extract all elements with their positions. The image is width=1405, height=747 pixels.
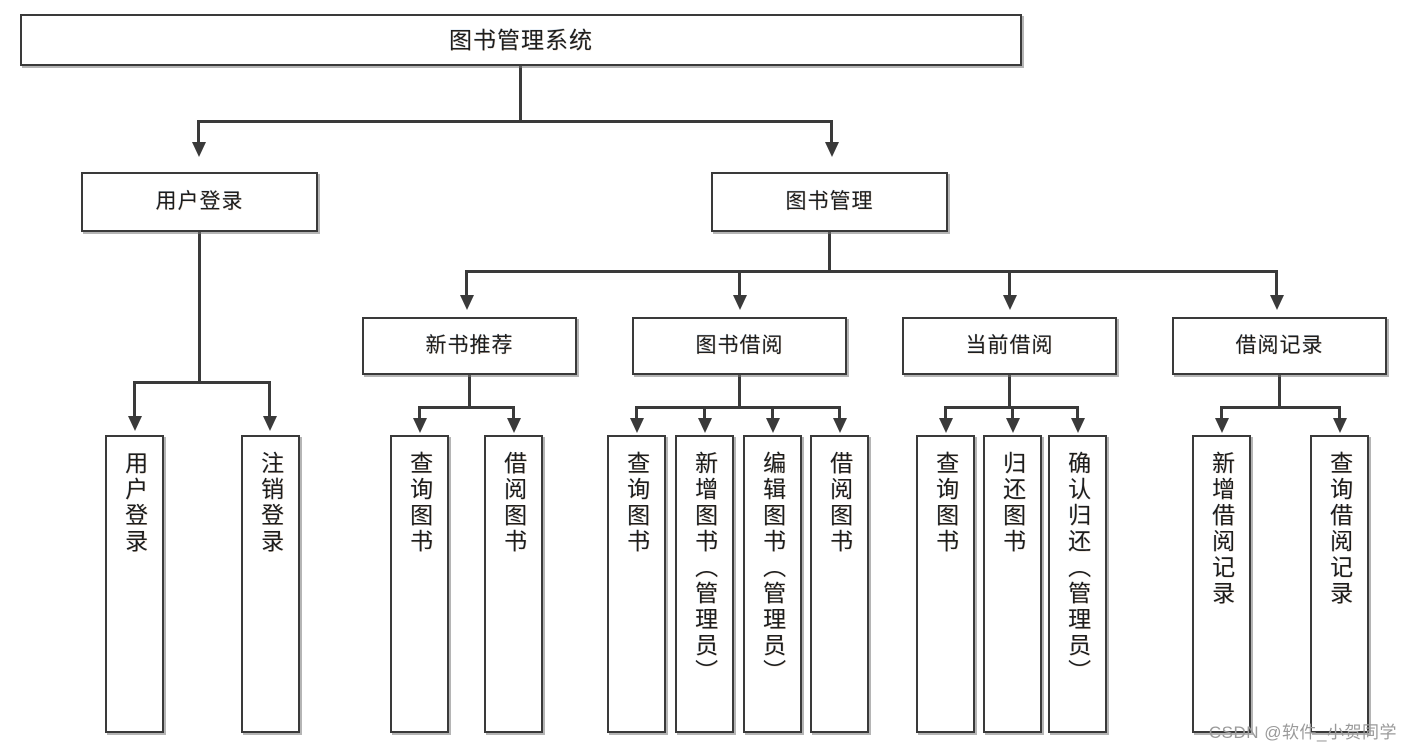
node-label: 查询图书	[623, 451, 650, 555]
connector-bm-to-new-book	[465, 270, 468, 298]
leaf-book-borrow-add-book-admin[interactable]: 新增图书（管理员）	[675, 435, 734, 733]
leaf-current-borrow-query-book[interactable]: 查询图书	[916, 435, 975, 733]
node-label: 注销登录	[257, 451, 284, 555]
leaf-book-borrow-borrow-book[interactable]: 借阅图书	[810, 435, 869, 733]
arrow-current-borrow-leaf-3	[1071, 418, 1085, 433]
arrow-book-borrow-leaf-2	[698, 418, 712, 433]
connector-bm-to-borrow-records	[1275, 270, 1278, 298]
connector-borrow-records-stem	[1278, 375, 1281, 408]
arrow-user-login-leaf-1	[128, 416, 142, 431]
arrow-bm-to-new-book	[460, 295, 474, 310]
connector-borrow-records-leaf-1	[1220, 406, 1223, 420]
node-user-login[interactable]: 用户登录	[81, 172, 318, 232]
node-label: 编辑图书（管理员）	[759, 451, 786, 685]
connector-root-to-book-management	[830, 120, 833, 145]
node-label: 图书借阅	[695, 333, 784, 357]
node-new-book-recommend[interactable]: 新书推荐	[362, 317, 577, 375]
node-label: 用户登录	[121, 451, 148, 555]
connector-new-book-leaf-2	[512, 406, 515, 420]
node-label: 借阅图书	[826, 451, 853, 555]
connector-new-book-bus	[418, 406, 514, 409]
node-book-management[interactable]: 图书管理	[711, 172, 948, 232]
leaf-borrow-records-add-record[interactable]: 新增借阅记录	[1192, 435, 1251, 733]
node-label: 图书管理系统	[449, 26, 593, 53]
connector-user-login-leaf-1	[133, 381, 136, 419]
connector-book-borrow-stem	[738, 375, 741, 408]
node-label: 借阅记录	[1235, 333, 1324, 357]
node-label: 新增借阅记录	[1208, 451, 1235, 607]
node-label: 确认归还（管理员）	[1064, 451, 1091, 685]
connector-current-borrow-leaf-3	[1076, 406, 1079, 420]
arrow-book-borrow-leaf-3	[766, 418, 780, 433]
leaf-book-borrow-query-book[interactable]: 查询图书	[607, 435, 666, 733]
connector-user-login-stem	[198, 232, 201, 383]
connector-current-borrow-stem	[1008, 375, 1011, 408]
arrow-bm-to-book-borrow	[733, 295, 747, 310]
leaf-current-borrow-return-book[interactable]: 归还图书	[983, 435, 1042, 733]
arrow-user-login-leaf-2	[263, 416, 277, 431]
arrow-current-borrow-leaf-2	[1006, 418, 1020, 433]
leaf-borrow-records-query-record[interactable]: 查询借阅记录	[1310, 435, 1369, 733]
connector-book-borrow-bus	[635, 406, 840, 409]
connector-root-to-user-login	[197, 120, 200, 145]
leaf-new-book-borrow-book[interactable]: 借阅图书	[484, 435, 543, 733]
node-label: 用户登录	[155, 189, 244, 213]
connector-borrow-records-bus	[1220, 406, 1340, 409]
watermark-text: CSDN @软件_小贺同学	[1208, 723, 1397, 742]
node-label: 新书推荐	[425, 333, 514, 357]
connector-current-borrow-leaf-2	[1011, 406, 1014, 420]
node-label: 归还图书	[999, 451, 1026, 555]
connector-user-login-bus	[133, 381, 268, 384]
node-label: 借阅图书	[500, 451, 527, 555]
connector-book-management-bus	[465, 270, 1277, 273]
connector-book-borrow-leaf-1	[635, 406, 638, 420]
connector-current-borrow-leaf-1	[944, 406, 947, 420]
connector-book-borrow-leaf-3	[771, 406, 774, 420]
leaf-user-login-logout[interactable]: 注销登录	[241, 435, 300, 733]
connector-root-bus	[197, 120, 833, 123]
node-label: 当前借阅	[965, 333, 1054, 357]
leaf-user-login-login[interactable]: 用户登录	[105, 435, 164, 733]
connector-bm-to-book-borrow	[738, 270, 741, 298]
arrow-book-borrow-leaf-1	[630, 418, 644, 433]
connector-book-borrow-leaf-4	[838, 406, 841, 420]
connector-user-login-leaf-2	[268, 381, 271, 419]
node-label: 新增图书（管理员）	[691, 451, 718, 685]
arrow-root-to-book-management	[825, 142, 839, 157]
connector-bm-to-current-borrow	[1008, 270, 1011, 298]
arrow-new-book-leaf-2	[507, 418, 521, 433]
node-label: 查询图书	[406, 451, 433, 555]
connector-new-book-stem	[468, 375, 471, 408]
arrow-current-borrow-leaf-1	[939, 418, 953, 433]
leaf-new-book-query-book[interactable]: 查询图书	[390, 435, 449, 733]
node-current-borrow[interactable]: 当前借阅	[902, 317, 1117, 375]
arrow-bm-to-borrow-records	[1270, 295, 1284, 310]
node-root-book-management-system[interactable]: 图书管理系统	[20, 14, 1022, 66]
node-label: 图书管理	[785, 189, 874, 213]
node-label: 查询借阅记录	[1326, 451, 1353, 607]
connector-borrow-records-leaf-2	[1338, 406, 1341, 420]
arrow-bm-to-current-borrow	[1003, 295, 1017, 310]
connector-book-management-stem	[828, 232, 831, 272]
node-label: 查询图书	[932, 451, 959, 555]
arrow-borrow-records-leaf-2	[1333, 418, 1347, 433]
node-borrow-records[interactable]: 借阅记录	[1172, 317, 1387, 375]
arrow-new-book-leaf-1	[413, 418, 427, 433]
arrow-root-to-user-login	[192, 142, 206, 157]
connector-root-stem	[519, 66, 522, 122]
arrow-borrow-records-leaf-1	[1215, 418, 1229, 433]
leaf-current-borrow-confirm-return-admin[interactable]: 确认归还（管理员）	[1048, 435, 1107, 733]
leaf-book-borrow-edit-book-admin[interactable]: 编辑图书（管理员）	[743, 435, 802, 733]
node-book-borrow[interactable]: 图书借阅	[632, 317, 847, 375]
connector-new-book-leaf-1	[418, 406, 421, 420]
connector-book-borrow-leaf-2	[703, 406, 706, 420]
arrow-book-borrow-leaf-4	[833, 418, 847, 433]
